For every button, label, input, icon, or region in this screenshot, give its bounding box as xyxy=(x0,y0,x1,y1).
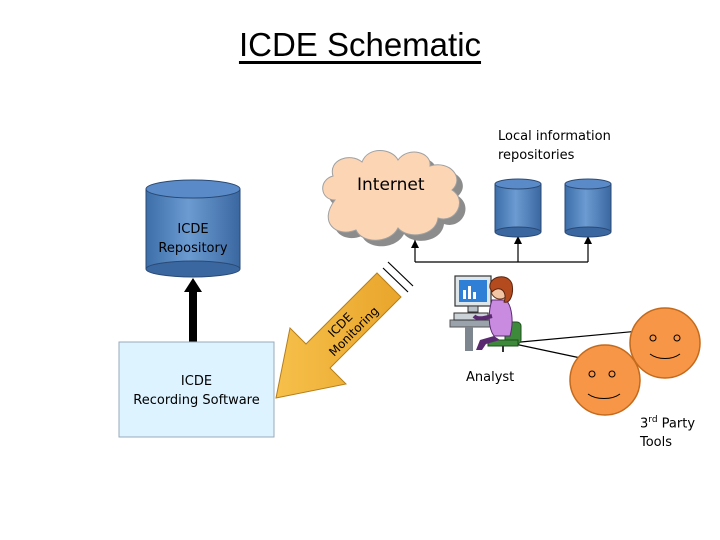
connector-lines xyxy=(414,236,651,361)
analyst-figure xyxy=(449,275,522,352)
third-party-tool-smiley-1 xyxy=(629,307,701,379)
third-party-tools-label: 3rd Party Tools xyxy=(640,415,696,451)
monitoring-arrow xyxy=(275,261,414,399)
arrowhead-repo1 xyxy=(514,236,522,244)
internet-label: Internet xyxy=(357,175,425,195)
page-title: ICDE Schematic xyxy=(238,26,482,63)
recording-to-repository-arrow xyxy=(184,278,202,342)
arrowhead-internet xyxy=(411,240,419,248)
third-party-tool-smiley-2 xyxy=(569,344,641,416)
recording-software-label: ICDE Recording Software xyxy=(133,374,260,408)
line-analyst-tool2 xyxy=(509,342,591,361)
icde-repository-label: ICDE Repository xyxy=(158,222,228,256)
internet-cloud xyxy=(322,150,466,247)
connector-arrowheads xyxy=(411,236,592,248)
arrowhead-repo2 xyxy=(584,236,592,244)
recording-software-box xyxy=(118,341,275,438)
icde-repository-cylinder xyxy=(145,179,241,278)
line-analyst-tool1 xyxy=(509,329,651,344)
local-repositories-label: Local information repositories xyxy=(498,129,611,163)
local-repository-1 xyxy=(494,178,542,238)
analyst-label: Analyst xyxy=(466,370,515,385)
local-repository-2 xyxy=(564,178,612,238)
